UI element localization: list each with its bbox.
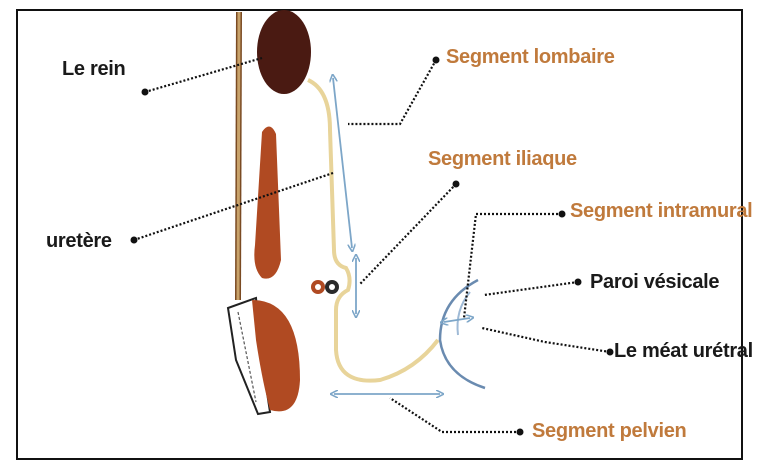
label-urethral-meatus: Le méat urétral bbox=[614, 340, 753, 363]
label-iliac-segment: Segment iliaque bbox=[428, 148, 577, 171]
pelvic-bone bbox=[228, 298, 300, 414]
middle-organ bbox=[254, 126, 281, 278]
iliac-vessels bbox=[311, 280, 339, 294]
psoas-line bbox=[238, 12, 239, 300]
leader-lines bbox=[134, 58, 610, 432]
label-pelvic-segment: Segment pelvien bbox=[532, 420, 686, 443]
lumbar-segment-arrow bbox=[333, 78, 352, 248]
label-lumbar-segment: Segment lombaire bbox=[446, 46, 615, 69]
kidney-shape bbox=[257, 10, 311, 94]
label-kidney: Le rein bbox=[62, 58, 125, 81]
label-intramural-segment: Segment intramural bbox=[570, 200, 752, 223]
label-bladder-wall: Paroi vésicale bbox=[590, 271, 719, 294]
label-ureter: uretère bbox=[46, 230, 112, 253]
bladder-wall bbox=[440, 280, 485, 388]
